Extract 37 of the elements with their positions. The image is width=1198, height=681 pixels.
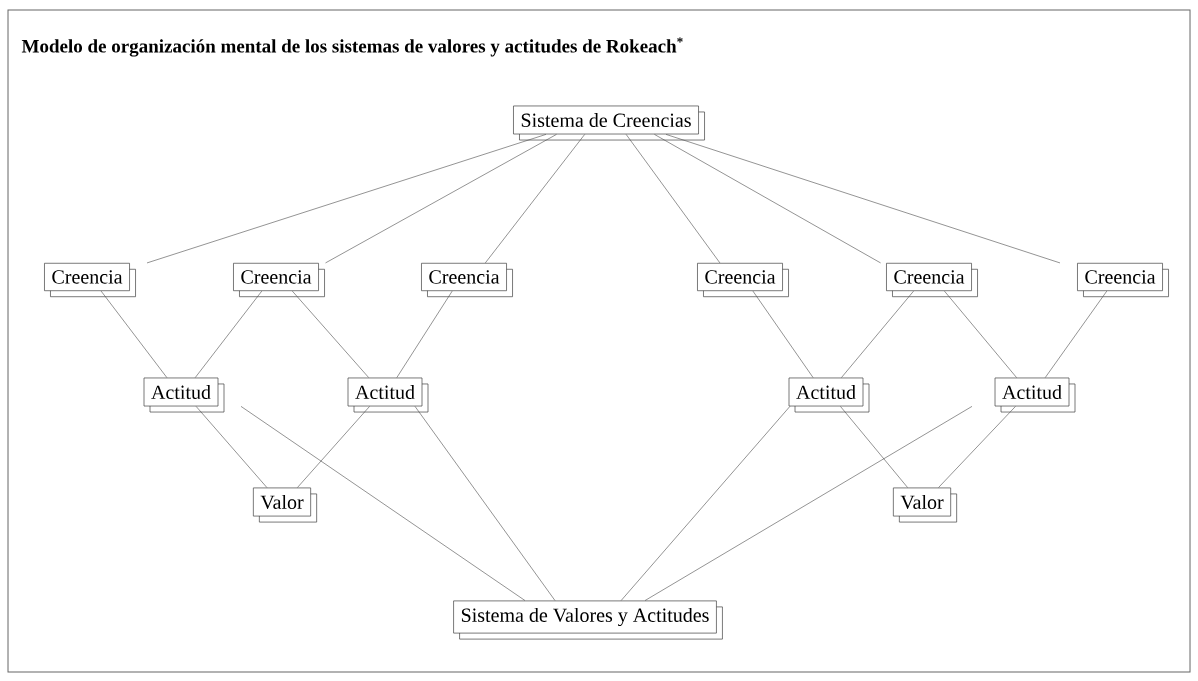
connector-line [944,290,1017,378]
shadowed-box: Creencia [233,262,325,298]
shadowed-box: Actitud [347,377,429,413]
connector-line [396,290,453,378]
shadowed-box: Sistema de Creencias [513,105,705,141]
connector-line [752,290,814,378]
connector-line [654,134,881,264]
title: Modelo de organización mental de los sistemas de valores y actitudes de Rokeach$^{*}$ [21,37,683,57]
connector-line [840,406,908,488]
shadowed-box: Creencia [44,262,136,298]
connector-line [938,406,1016,488]
connector-line [625,134,721,264]
shadowed-box: Valor [893,487,957,523]
connector-line [297,406,370,488]
connector-line [194,290,263,378]
connector-line [146,134,547,264]
connector-line [325,134,557,264]
shadowed-box: Actitud [143,377,225,413]
connector-line [100,290,168,378]
shadowed-box: Valor [253,487,318,523]
connector-line [665,134,1061,264]
connector-line [292,290,369,378]
shadowed-box: Creencia [1077,262,1169,298]
connector-line [485,134,585,264]
shadowed-box: Sistema de Valores y Actitudes [453,600,723,640]
connector-line [841,290,914,378]
connector-line [240,406,526,601]
connector-line [414,406,556,601]
shadowed-box: Creencia [697,262,789,298]
shadowed-box: Creencia [421,262,513,298]
connector-line [620,406,791,601]
shadowed-box: Creencia [886,262,978,298]
connector-line [644,406,973,601]
shadowed-box: Actitud [994,377,1076,413]
connector-line [195,406,268,488]
connector-line [1044,290,1108,378]
shadowed-box: Actitud [788,377,870,413]
